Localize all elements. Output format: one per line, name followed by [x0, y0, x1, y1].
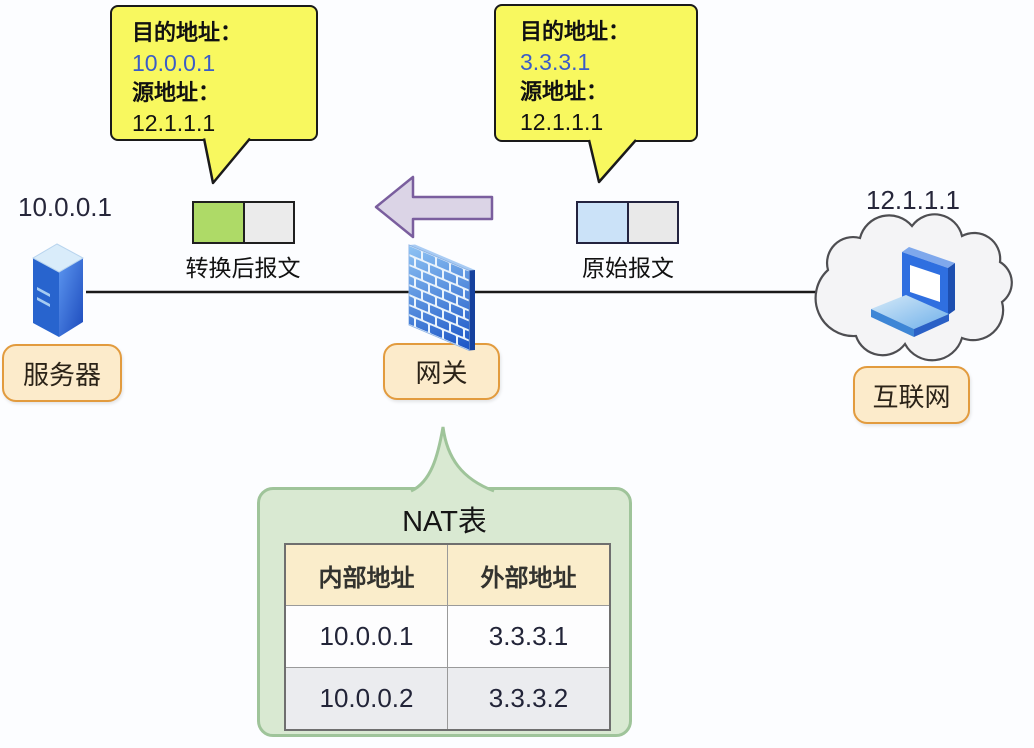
src-address-value: 12.1.1.1 [132, 110, 216, 136]
internal-address-cell: 10.0.0.1 [284, 605, 448, 668]
internet-label-box: 互联网 [853, 366, 970, 424]
packet-original [576, 201, 679, 244]
internet-label: 互联网 [872, 381, 951, 412]
dest-address-value: 10.0.0.1 [132, 50, 216, 76]
nat-table-panel: NAT表 内部地址 外部地址 10.0.0.1 3.3.3.1 10.0.0.2… [257, 487, 632, 737]
packet-translated-payload-cell [243, 201, 295, 244]
callout-translated-packet: 目的地址： 10.0.0.1 源地址： 12.1.1.1 [110, 5, 318, 141]
packet-original-payload-cell [627, 201, 679, 244]
src-address-value: 12.1.1.1 [520, 109, 604, 135]
column-internal-address: 内部地址 [284, 543, 448, 606]
dest-address-label: 目的地址： [520, 19, 631, 44]
nat-table-title: NAT表 [402, 506, 487, 538]
src-address-label: 源地址： [132, 80, 221, 105]
internet-ip: 12.1.1.1 [866, 185, 960, 215]
callout-original-packet: 目的地址： 3.3.3.1 源地址： 12.1.1.1 [494, 4, 698, 142]
firewall-icon [408, 244, 475, 352]
src-address-label: 源地址： [520, 79, 609, 104]
cloud-icon [814, 213, 1013, 362]
gateway-label-box: 网关 [383, 343, 500, 400]
packet-translated [192, 201, 295, 244]
translated-packet-caption: 转换后报文 [185, 255, 301, 281]
server-label-box: 服务器 [2, 344, 122, 402]
column-external-address: 外部地址 [447, 543, 611, 606]
server-tower-icon [31, 243, 85, 337]
laptop-icon [871, 247, 955, 337]
internal-address-cell: 10.0.0.2 [284, 667, 448, 731]
nat-table-header-row: 内部地址 外部地址 [284, 543, 611, 606]
gateway-label: 网关 [415, 358, 468, 388]
nat-table: 内部地址 外部地址 10.0.0.1 3.3.3.1 10.0.0.2 3.3.… [284, 543, 611, 731]
arrow-left-icon [374, 175, 494, 239]
table-row: 10.0.0.1 3.3.3.1 [284, 605, 611, 668]
nat-panel-tail [410, 426, 495, 493]
packet-original-header-cell [576, 201, 629, 244]
dest-address-label: 目的地址： [132, 20, 243, 45]
external-address-cell: 3.3.3.2 [447, 667, 611, 731]
table-row: 10.0.0.2 3.3.3.2 [284, 667, 611, 731]
dest-address-value: 3.3.3.1 [520, 49, 591, 75]
packet-translated-header-cell [192, 201, 245, 244]
server-label: 服务器 [22, 359, 101, 390]
callout-tail-original [587, 139, 637, 184]
original-packet-caption: 原始报文 [582, 255, 674, 281]
callout-tail-translated [202, 137, 251, 185]
external-address-cell: 3.3.3.1 [447, 605, 611, 668]
server-ip: 10.0.0.1 [18, 192, 112, 222]
